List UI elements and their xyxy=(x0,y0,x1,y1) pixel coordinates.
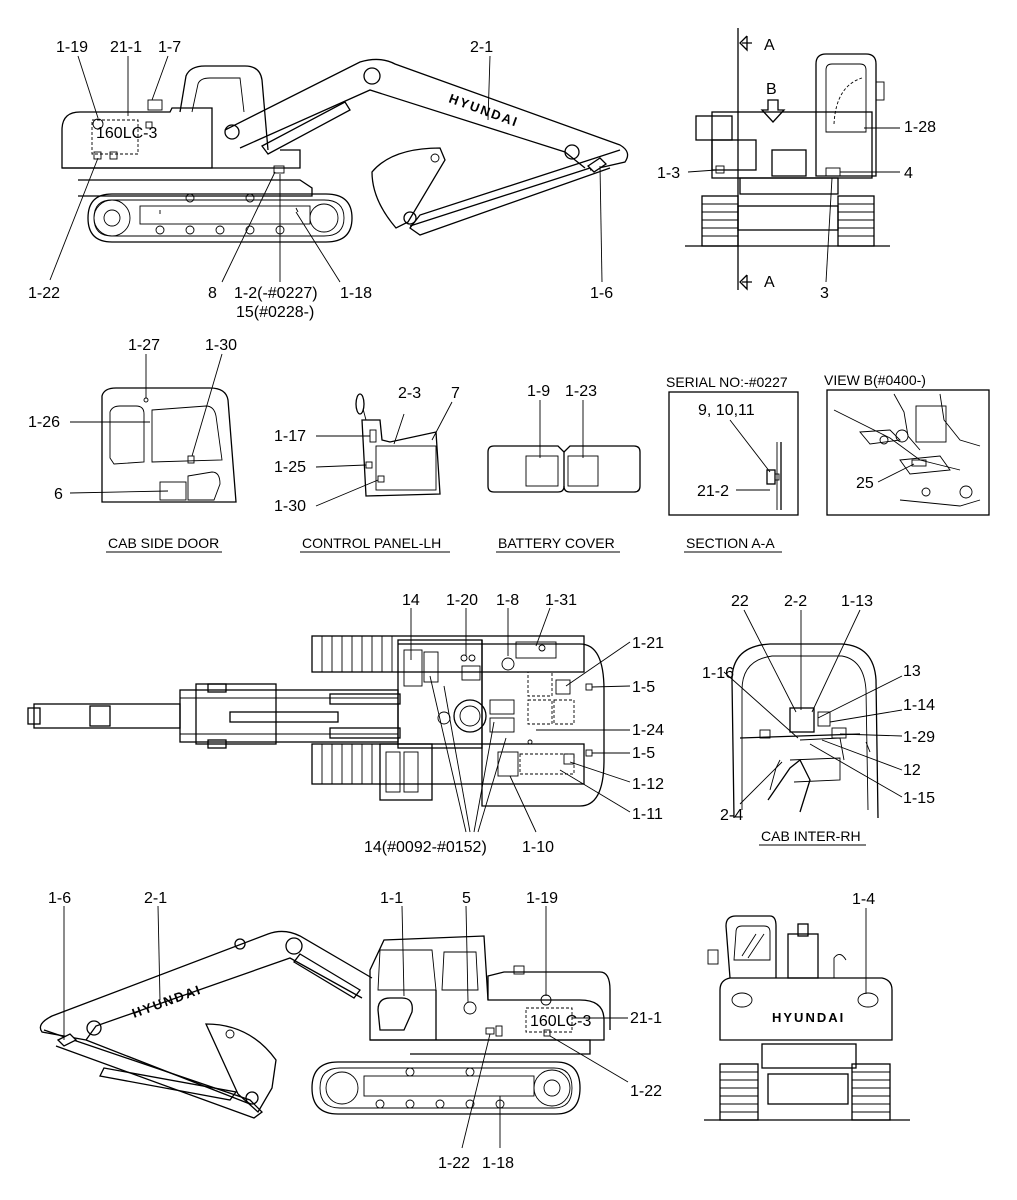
leaders-top-left xyxy=(49,55,603,283)
label-1-5-b: 1-5 xyxy=(632,745,655,762)
label-1-1: 1-1 xyxy=(380,890,403,907)
label-1-22: 1-22 xyxy=(28,285,60,302)
leaders-cab-door xyxy=(69,353,223,494)
label-1-12: 1-12 xyxy=(632,776,664,793)
cab-interior-rh-view xyxy=(731,643,879,819)
label-9-10-11: 9, 10,11 xyxy=(698,402,755,419)
label-1-30: 1-30 xyxy=(205,337,237,354)
label-12: 12 xyxy=(903,762,921,779)
label-3: 3 xyxy=(820,285,829,302)
cab-side-door-view xyxy=(101,387,237,503)
label-1-20: 1-20 xyxy=(446,592,478,609)
label-1-28: 1-28 xyxy=(904,119,936,136)
label-1-25: 1-25 xyxy=(274,459,306,476)
view-b-view xyxy=(826,389,990,516)
label-1-29: 1-29 xyxy=(903,729,935,746)
battery-cover-view xyxy=(487,445,641,493)
label-14-range: 14(#0092-#0152) xyxy=(364,839,487,856)
label-22: 22 xyxy=(731,593,749,610)
model-decal-top: 160LC-3 xyxy=(96,125,157,142)
caption-battery-cover: BATTERY COVER xyxy=(498,535,615,551)
label-1-7: 1-7 xyxy=(158,39,181,56)
leaders-bottom-left xyxy=(63,905,629,1149)
label-1-21: 1-21 xyxy=(632,635,664,652)
label-1-31: 1-31 xyxy=(545,592,577,609)
label-1-9: 1-9 xyxy=(527,383,550,400)
label-1-6-b: 1-6 xyxy=(48,890,71,907)
control-panel-lh-view xyxy=(355,393,441,497)
label-21-1-b: 21-1 xyxy=(630,1010,662,1027)
caption-cab-inter: CAB INTER-RH xyxy=(761,828,861,844)
label-view-B: B xyxy=(766,81,777,98)
label-2-1: 2-1 xyxy=(470,39,493,56)
label-1-19-b: 1-19 xyxy=(526,890,558,907)
label-1-22-c: 1-22 xyxy=(438,1155,470,1172)
caption-cab-side-door: CAB SIDE DOOR xyxy=(108,535,219,551)
excavator-rear-view: HYUNDAI xyxy=(704,915,910,1121)
model-decal-bottom: 160LC-3 xyxy=(530,1013,591,1030)
label-1-18: 1-18 xyxy=(340,285,372,302)
label-1-11: 1-11 xyxy=(632,806,663,823)
label-5: 5 xyxy=(462,890,471,907)
rear-brand-decal: HYUNDAI xyxy=(772,1010,845,1025)
label-7: 7 xyxy=(451,385,460,402)
label-1-10: 1-10 xyxy=(522,839,554,856)
label-view-b: VIEW B(#0400-) xyxy=(824,372,926,388)
label-21-1: 21-1 xyxy=(110,39,142,56)
label-6: 6 xyxy=(54,486,63,503)
excavator-front-view xyxy=(685,28,890,291)
label-1-8: 1-8 xyxy=(496,592,519,609)
leaders-cab-interior xyxy=(723,609,903,805)
label-14: 14 xyxy=(402,592,420,609)
label-2-2: 2-2 xyxy=(784,593,807,610)
caption-section-aa: SECTION A-A xyxy=(686,535,775,551)
label-1-13: 1-13 xyxy=(841,593,873,610)
label-13: 13 xyxy=(903,663,921,680)
excavator-top-view xyxy=(27,635,605,807)
label-1-3: 1-3 xyxy=(657,165,680,182)
label-1-26: 1-26 xyxy=(28,414,60,431)
label-2-4: 2-4 xyxy=(720,807,743,824)
label-1-17: 1-17 xyxy=(274,428,306,445)
label-1-6: 1-6 xyxy=(590,285,613,302)
excavator-side-view-left: 160LC-3 HYUNDAI xyxy=(61,58,629,243)
caption-control-panel: CONTROL PANEL-LH xyxy=(302,535,441,551)
label-1-30-b: 1-30 xyxy=(274,498,306,515)
label-2-1-b: 2-1 xyxy=(144,890,167,907)
label-section-A-top: A xyxy=(764,37,775,54)
label-1-4: 1-4 xyxy=(852,891,875,908)
label-1-18-b: 1-18 xyxy=(482,1155,514,1172)
label-1-19: 1-19 xyxy=(56,39,88,56)
leaders-control-panel xyxy=(315,401,453,507)
label-1-16: 1-16 xyxy=(702,665,734,682)
label-21-2: 21-2 xyxy=(697,483,729,500)
label-15: 15(#0228-) xyxy=(236,304,314,321)
label-25: 25 xyxy=(856,475,874,492)
label-1-23: 1-23 xyxy=(565,383,597,400)
label-serial-no: SERIAL NO:-#0227 xyxy=(666,374,788,390)
boom-brand-decal-bottom: HYUNDAI xyxy=(130,982,204,1021)
label-8: 8 xyxy=(208,285,217,302)
label-1-27: 1-27 xyxy=(128,337,160,354)
label-1-5: 1-5 xyxy=(632,679,655,696)
label-1-15: 1-15 xyxy=(903,790,935,807)
label-section-A-bottom: A xyxy=(764,274,775,291)
label-2-3: 2-3 xyxy=(398,385,421,402)
leaders-top-view xyxy=(410,607,631,833)
label-1-24: 1-24 xyxy=(632,722,664,739)
label-4: 4 xyxy=(904,165,913,182)
excavator-side-view-right: 160LC-3 HYUNDAI xyxy=(39,930,611,1119)
section-aa-view xyxy=(668,391,799,516)
label-1-22-b: 1-22 xyxy=(630,1083,662,1100)
leaders-front-view xyxy=(687,127,900,283)
label-1-2: 1-2(-#0227) xyxy=(234,285,318,302)
label-1-14: 1-14 xyxy=(903,697,935,714)
